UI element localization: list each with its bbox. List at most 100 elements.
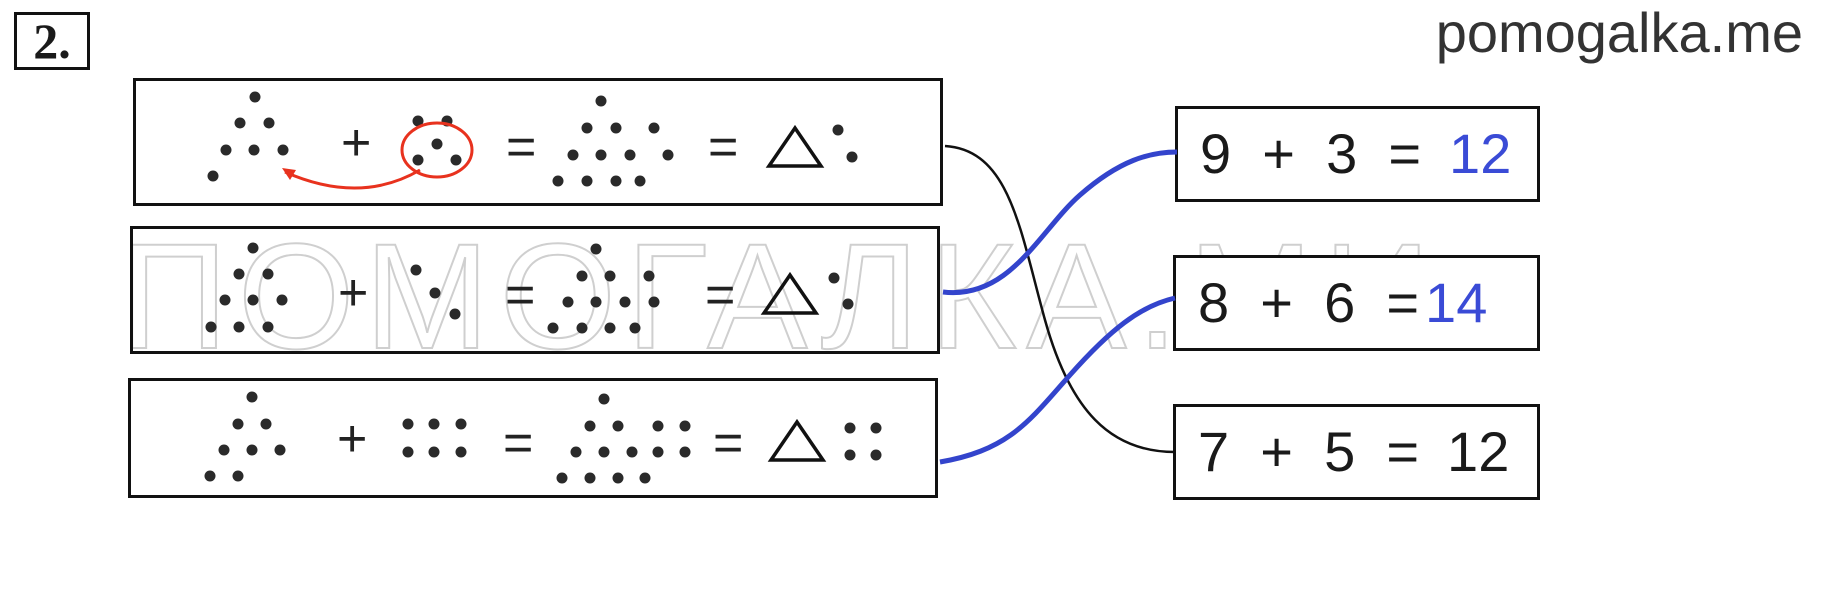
dot — [218, 444, 230, 456]
equation-answer: 12 — [1449, 122, 1512, 185]
dot — [648, 122, 660, 134]
equals-sign: = — [503, 414, 534, 472]
dot — [679, 420, 691, 432]
dot-row-2: + = = — [130, 226, 940, 354]
dot — [219, 294, 231, 306]
dot — [643, 270, 655, 282]
dot — [274, 444, 286, 456]
dot — [233, 321, 245, 333]
dot-pattern — [204, 91, 882, 484]
dot — [402, 418, 414, 430]
dot — [412, 154, 424, 166]
dot — [556, 472, 568, 484]
dot — [429, 287, 441, 299]
dot — [552, 175, 564, 187]
dot — [598, 446, 610, 458]
dot — [610, 175, 622, 187]
plus-sign: + — [341, 114, 372, 172]
dot — [428, 446, 440, 458]
dot — [247, 294, 259, 306]
dot — [584, 420, 596, 432]
dot — [634, 175, 646, 187]
dot — [248, 144, 260, 156]
dot — [846, 151, 858, 163]
dot — [604, 322, 616, 334]
connector-line-black — [944, 144, 1176, 454]
dot — [604, 270, 616, 282]
red-arrowhead — [282, 168, 296, 180]
dot — [204, 470, 216, 482]
dot — [412, 115, 424, 127]
dot — [246, 391, 258, 403]
connector-line-blue — [939, 295, 1176, 465]
dot — [610, 122, 622, 134]
dot — [629, 322, 641, 334]
dot — [232, 418, 244, 430]
dot — [648, 296, 660, 308]
dot — [679, 446, 691, 458]
dot — [612, 420, 624, 432]
dot — [260, 418, 272, 430]
dot — [562, 296, 574, 308]
dot — [595, 149, 607, 161]
triangle-icon — [760, 271, 820, 315]
triangle-icon — [767, 418, 827, 462]
dot — [581, 122, 593, 134]
dot — [590, 243, 602, 255]
task-number: 2. — [14, 12, 90, 70]
triangle-icons — [760, 124, 827, 462]
dot — [455, 418, 467, 430]
dot — [205, 321, 217, 333]
plus-sign: + — [338, 264, 369, 322]
dot — [662, 149, 674, 161]
equation-box-1: 9 + 3 = 12 — [1175, 106, 1540, 202]
equals-sign: = — [505, 266, 536, 324]
dot — [277, 144, 289, 156]
dot — [246, 444, 258, 456]
dot — [639, 472, 651, 484]
equals-sign: = — [506, 118, 537, 176]
equation-answer: 14 — [1425, 271, 1488, 334]
dot — [842, 298, 854, 310]
site-name: pomogalka.me — [1435, 1, 1803, 64]
dot — [612, 472, 624, 484]
dot — [576, 322, 588, 334]
dot — [547, 322, 559, 334]
dot — [234, 117, 246, 129]
dot — [262, 268, 274, 280]
dot — [844, 449, 856, 461]
dot — [262, 321, 274, 333]
equals-sign: = — [705, 266, 736, 324]
dot — [870, 422, 882, 434]
dot — [431, 138, 443, 150]
dot — [584, 472, 596, 484]
dot — [576, 270, 588, 282]
dot — [626, 446, 638, 458]
dot — [567, 149, 579, 161]
dot — [870, 449, 882, 461]
dot — [207, 170, 219, 182]
dot — [450, 154, 462, 166]
dot — [402, 446, 414, 458]
dot — [232, 470, 244, 482]
dot — [449, 308, 461, 320]
red-arrow-annotation — [284, 168, 421, 190]
dot — [624, 149, 636, 161]
dot — [652, 420, 664, 432]
dot — [652, 446, 664, 458]
dot — [220, 144, 232, 156]
equation-box-2: 8 + 6 = 14 — [1173, 255, 1540, 351]
dot-row-3: + = = — [128, 378, 938, 498]
dot — [619, 296, 631, 308]
triangle-icon — [765, 124, 825, 168]
dot — [410, 264, 422, 276]
equation-expression: 9 + 3 = — [1200, 122, 1422, 185]
dot — [247, 242, 259, 254]
dot — [233, 268, 245, 280]
dot — [581, 175, 593, 187]
dot — [828, 272, 840, 284]
red-circle-annotation — [400, 121, 474, 179]
dot — [595, 95, 607, 107]
dot — [263, 117, 275, 129]
